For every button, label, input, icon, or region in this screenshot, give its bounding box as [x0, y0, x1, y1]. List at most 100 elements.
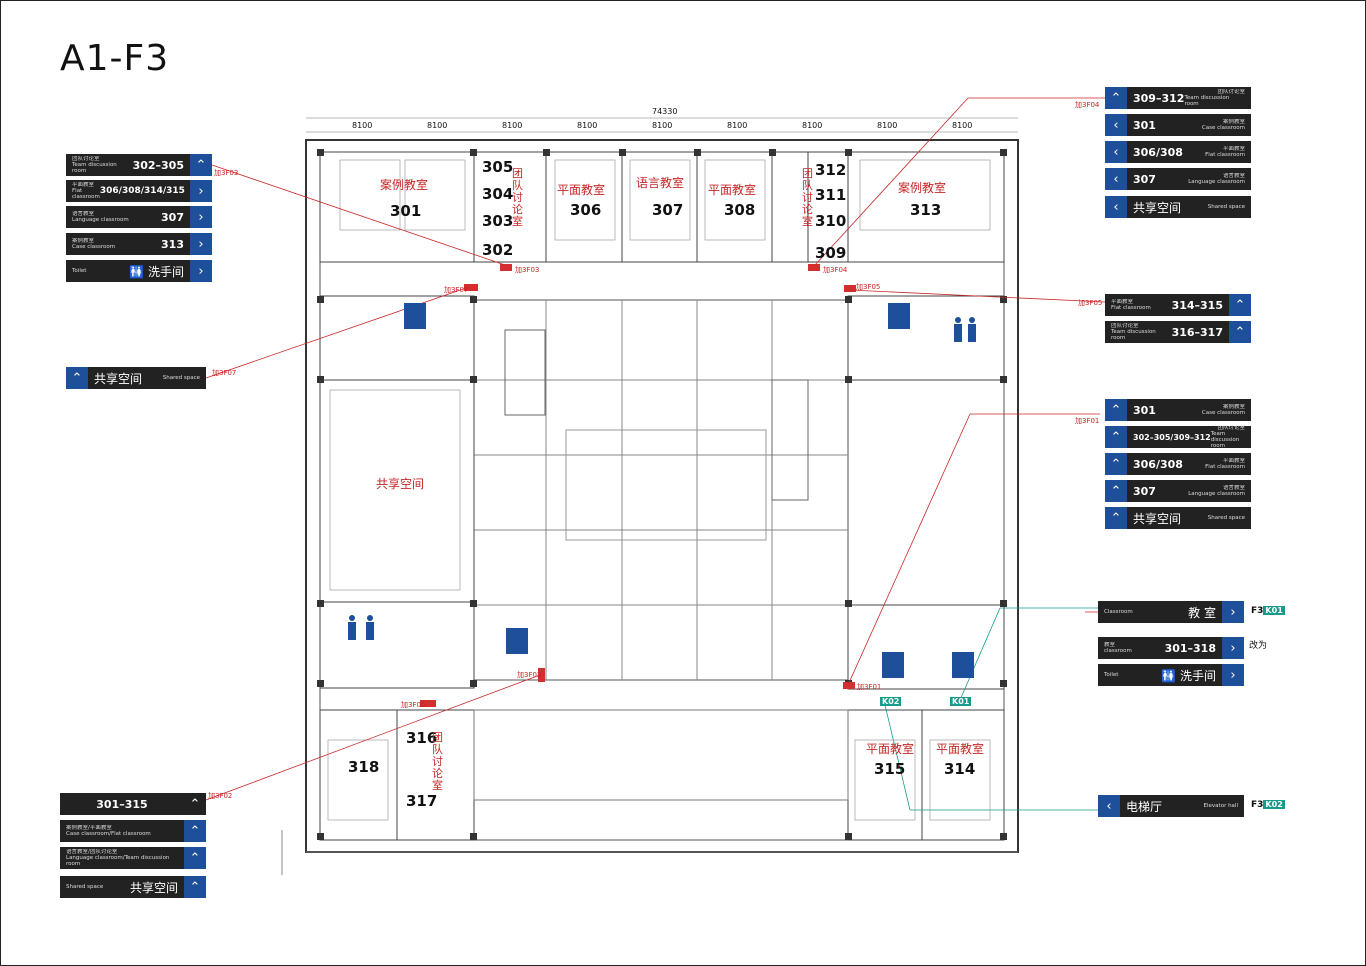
sign-k01-toilet: Toilet🚻 洗手间 › — [1098, 664, 1244, 686]
room-type-label: 平面教室 — [708, 183, 757, 197]
arrow-right-icon: › — [190, 206, 212, 228]
arrow-left-icon: ‹ — [1105, 196, 1127, 218]
room-type-label: 语言教室 — [636, 176, 685, 190]
atrium — [473, 299, 849, 681]
sign-code: 加3F01 — [1075, 417, 1100, 425]
bottom-void — [473, 709, 849, 801]
arrow-left-icon: ‹ — [1105, 168, 1127, 190]
arrow-up-icon: ⌃ — [1105, 399, 1127, 421]
dim-label: 8100 — [802, 121, 823, 130]
arrow-left-icon: ‹ — [1098, 795, 1120, 817]
sign-code: 加3F03 — [214, 169, 239, 177]
sign-code: 加3F07 — [444, 286, 469, 294]
change-note: 改为 — [1249, 641, 1268, 651]
dim-label: 8100 — [352, 121, 373, 130]
dim-label: 8100 — [502, 121, 523, 130]
room-type-label: 共享空间 — [376, 477, 425, 491]
left-toilet — [319, 601, 475, 689]
k-leader-lines — [884, 607, 1098, 811]
room-315-314 — [847, 709, 1005, 841]
arrow-up-icon: ⌃ — [184, 820, 206, 842]
sign-range-301-315: 301–315 ⌃ — [60, 793, 206, 815]
arrow-up-icon: ⌃ — [1105, 453, 1127, 475]
toilet-icon — [348, 317, 976, 640]
room-311: 311 — [815, 186, 847, 204]
stair-2 — [771, 379, 809, 501]
room-313: 313 — [910, 201, 942, 219]
room-type-label: 案例教室 — [898, 181, 947, 195]
sign-code: 加3F05 — [856, 283, 881, 291]
dim-label: 8100 — [652, 121, 673, 130]
sign-location-markers — [420, 264, 856, 707]
arrow-up-icon: ⌃ — [184, 847, 206, 869]
sign-code: 加3F04 — [823, 266, 848, 274]
room-318: 318 — [348, 758, 380, 776]
arrow-up-icon: ⌃ — [66, 367, 88, 389]
room-309: 309 — [815, 244, 847, 262]
arrow-up-icon: ⌃ — [1105, 480, 1127, 502]
plan-k01-marker: K01 — [950, 697, 972, 706]
dim-label: 8100 — [952, 121, 973, 130]
right-toilet — [847, 604, 1005, 690]
dim-label: 8100 — [577, 121, 598, 130]
room-302: 302 — [482, 241, 514, 259]
room-type-label: 平面教室 — [936, 742, 985, 756]
room-304: 304 — [482, 185, 514, 203]
arrow-up-icon: ⌃ — [1105, 87, 1127, 109]
room-type-label: 团队讨论室 — [512, 167, 523, 228]
arrow-right-icon: › — [190, 233, 212, 255]
arrow-right-icon: › — [190, 180, 212, 202]
room-310: 310 — [815, 212, 847, 230]
sign-code: 加3F02 — [208, 792, 233, 800]
arrow-up-icon: ⌃ — [1105, 507, 1127, 529]
sign-code: 加3F07 — [212, 369, 237, 377]
arrow-right-icon: › — [1222, 601, 1244, 623]
leader-lines — [205, 97, 1240, 801]
plan-k02-marker: K02 — [880, 697, 902, 706]
dim-label: 8100 — [727, 121, 748, 130]
room-type-label: 平面教室 — [557, 183, 606, 197]
arrow-up-icon: ⌃ — [1229, 321, 1251, 343]
sign-code: 加3F01 — [857, 683, 882, 691]
room-type-label: 平面教室 — [866, 742, 915, 756]
arrow-up-icon: ⌃ — [190, 154, 212, 176]
sign-code: 加3F06 — [401, 701, 426, 709]
room-316: 316 — [406, 729, 438, 747]
room-301: 301 — [390, 202, 422, 220]
room-303: 303 — [482, 212, 514, 230]
dim-label: 8100 — [427, 121, 448, 130]
arrow-left-icon: ‹ — [1105, 141, 1127, 163]
room-305: 305 — [482, 158, 514, 176]
sign-toilet: Toilet🚻 洗手间 › — [66, 260, 212, 282]
room-306: 306 — [570, 201, 602, 219]
top-band — [319, 151, 1005, 263]
sign-code: 加3F03 — [517, 671, 542, 679]
desk-pattern — [327, 159, 991, 821]
sign-code: 加3F04 — [1075, 101, 1100, 109]
elevator-icon — [404, 303, 974, 678]
stair-grand — [565, 429, 767, 541]
room-314: 314 — [944, 760, 976, 778]
